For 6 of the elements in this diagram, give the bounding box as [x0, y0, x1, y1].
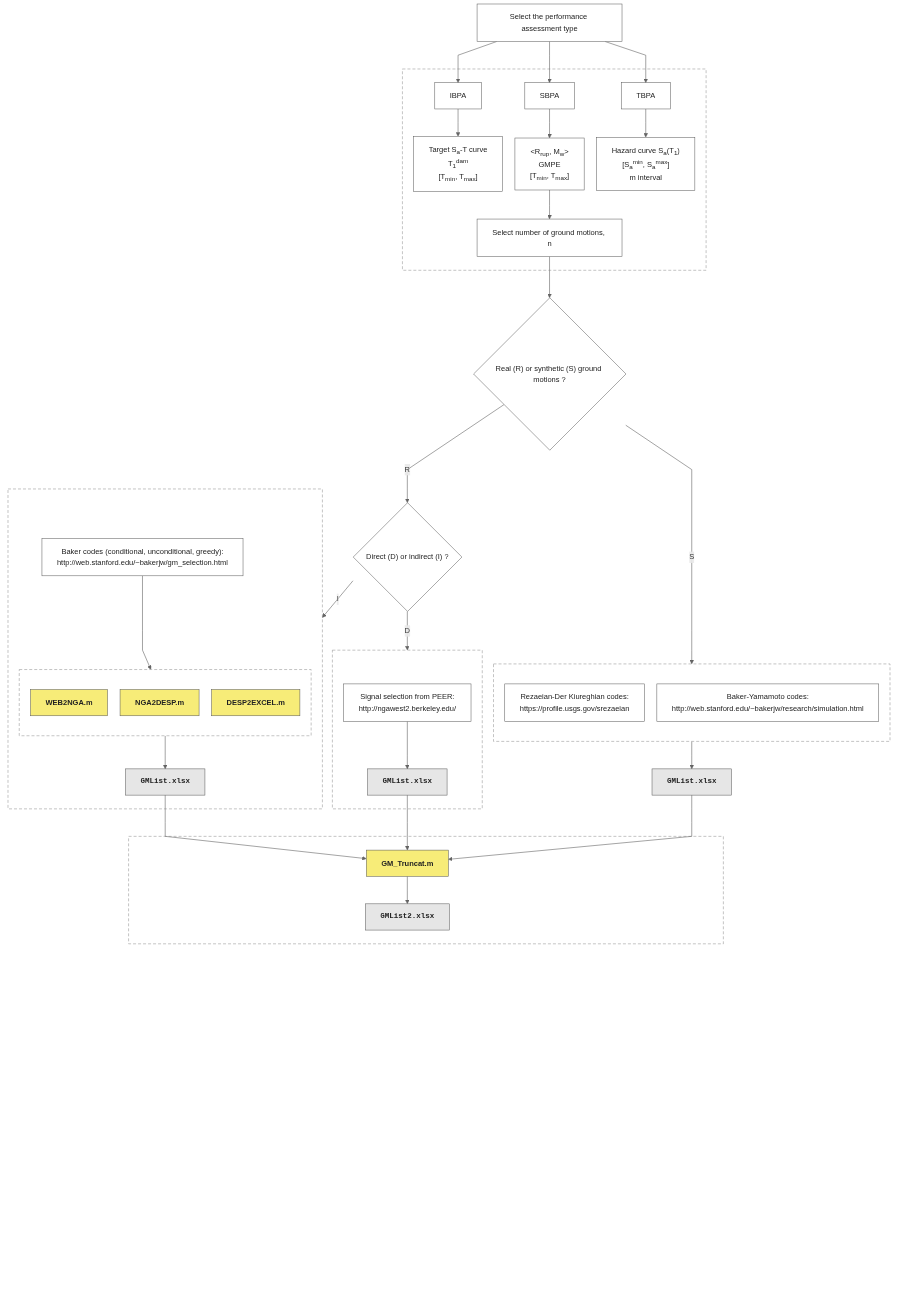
cluster [7, 488, 323, 810]
cluster [19, 669, 312, 736]
cluster [493, 663, 891, 742]
cluster [332, 649, 483, 810]
cluster [402, 68, 707, 271]
cluster [128, 836, 724, 945]
